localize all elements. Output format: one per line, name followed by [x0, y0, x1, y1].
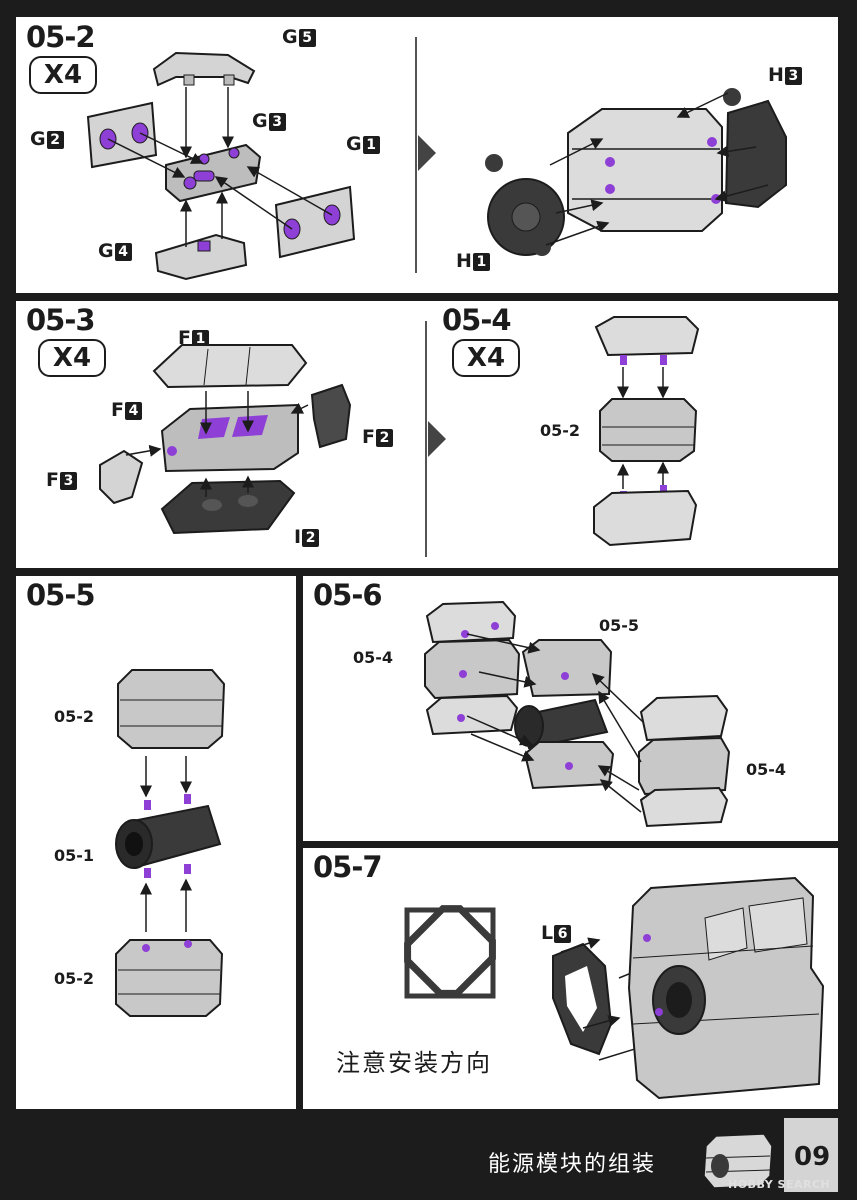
ref-label-05-5: 05-5	[599, 616, 640, 635]
step-title-05-7: 05-7	[313, 850, 383, 884]
assembly-diagram-05-7	[404, 876, 825, 1100]
watermark: HOBBY SEARCH	[728, 1178, 831, 1191]
ref-label-05-2-top: 05-2	[54, 707, 95, 726]
step-title-05-6: 05-6	[313, 578, 383, 612]
step-title-05-5: 05-5	[26, 578, 96, 612]
orientation-note: 注意安装方向	[336, 1049, 492, 1077]
assembly-diagram-05-5	[115, 669, 226, 1017]
multiplier-badge: X4	[38, 339, 106, 377]
assembly-diagram-05-6	[424, 600, 731, 828]
page-number-box: 09	[784, 1118, 838, 1192]
step-title-05-3: 05-3	[26, 303, 96, 337]
step-title-05-4: 05-4	[442, 303, 512, 337]
panel-05-6: 05-6 05-5 05-4 05-4	[303, 576, 838, 841]
ref-label-05-2: 05-2	[540, 421, 581, 440]
ref-label-05-2-bottom: 05-2	[54, 969, 95, 988]
step-title-05-2: 05-2	[26, 20, 96, 54]
page-number: 09	[794, 1142, 831, 1172]
assembly-diagram-05-2	[86, 37, 787, 281]
panel-05-5: 05-5 05-2 05-1 05-2	[16, 576, 296, 1109]
multiplier-badge: X4	[452, 339, 520, 377]
footer-title: 能源模块的组装	[488, 1152, 657, 1177]
ref-label-05-1: 05-1	[54, 846, 95, 865]
ref-label-05-4-right: 05-4	[746, 760, 787, 779]
multiplier-badge: X4	[29, 56, 97, 94]
ref-label-05-4-left: 05-4	[353, 648, 394, 667]
assembly-diagram-05-3	[99, 316, 700, 557]
